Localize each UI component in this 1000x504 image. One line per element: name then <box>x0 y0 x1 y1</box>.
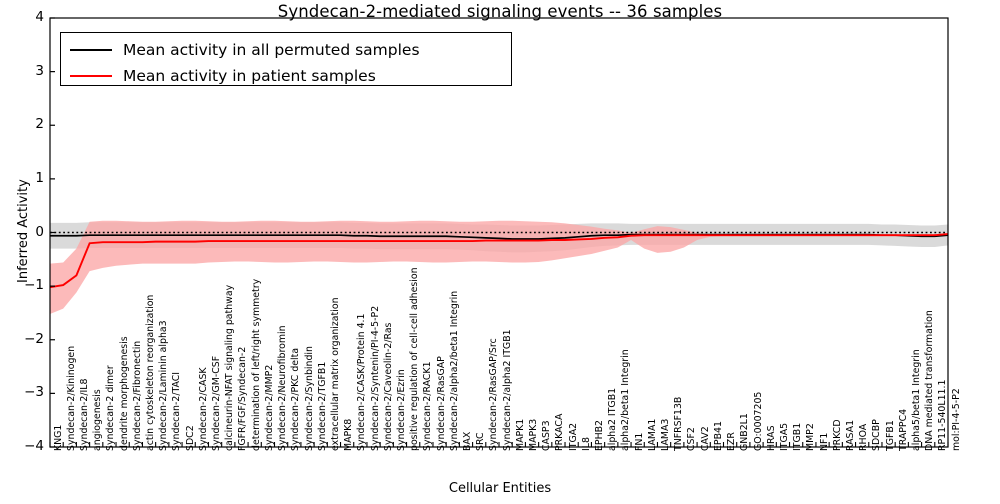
x-axis-tick-label: Syndecan-2/GM-CSF <box>211 355 223 451</box>
x-axis-tick-label: dendrite morphogenesis <box>118 336 130 451</box>
x-axis-tick-label: BAX <box>461 431 473 451</box>
x-axis-tick-label: Syndecan-2/PKC delta <box>290 347 302 451</box>
x-axis-tick-label: alpha5/beta1 Integrin <box>910 349 922 451</box>
x-axis-tick-label: GO:0007205 <box>752 391 764 451</box>
x-axis-tick-label: actin cytoskeleton reorganization <box>145 294 157 451</box>
x-axis-tick-label: Syndecan-2/MMP2 <box>263 364 275 451</box>
x-axis-tick-label: angiogenesis <box>92 389 104 451</box>
x-axis-tick-label: Syndecan-2/alpha2/beta1 Integrin <box>448 290 460 451</box>
x-axis-tick-label: FGFR/FGF/Syndecan-2 <box>237 346 249 451</box>
y-axis-tick-label: −1 <box>24 277 44 294</box>
legend-label: Mean activity in all permuted samples <box>123 41 420 59</box>
x-axis-tick-label: DNA mediated transformation <box>924 310 936 451</box>
y-axis-tick-label: −4 <box>24 438 44 454</box>
y-axis-tick-label: 0 <box>35 223 44 240</box>
x-axis-tick-label: MAPK1 <box>514 418 526 451</box>
x-axis-tick-label: SRC <box>475 432 487 451</box>
x-axis-tick-label: LAMA1 <box>646 418 658 451</box>
x-axis-tick-label: Syndecan-2/alpha2 ITGB1 <box>501 329 513 451</box>
legend-item[interactable]: Mean activity in all permuted samples <box>70 41 420 59</box>
x-axis-tick-label: SDC2 <box>184 425 196 451</box>
x-axis-tick-label: Syndecan-2/Synbindin <box>303 346 315 451</box>
legend-item[interactable]: Mean activity in patient samples <box>70 67 376 85</box>
chart-title: Syndecan-2-mediated signaling events -- … <box>277 2 723 21</box>
x-axis-tick-label: mol:PI-4-5-P2 <box>950 388 962 451</box>
y-axis-title: Inferred Activity <box>16 178 31 283</box>
x-axis-tick-label: Syndecan-2/Ezrin <box>395 369 407 451</box>
legend-label: Mean activity in patient samples <box>123 67 376 85</box>
x-axis-tick-label: ITGA5 <box>778 422 790 451</box>
x-axis-tick-label: CASP3 <box>541 420 553 451</box>
x-axis-tick-label: PRKACA <box>554 413 566 451</box>
x-axis-tick-label: Syndecan-2/RACK1 <box>422 361 434 451</box>
x-axis-tick-label: Syndecan-2/TACI <box>171 371 183 451</box>
x-axis-tick-label: MAPK8 <box>343 418 355 451</box>
y-axis-tick-label: −2 <box>24 330 44 347</box>
x-axis-tick-label: Syndecan-2/RasGAP <box>435 356 447 451</box>
x-axis-tick-label: NF1 <box>818 432 830 451</box>
x-axis-tick-label: Syndecan-2/RasGAP/Src <box>488 338 500 451</box>
x-axis-title: Cellular Entities <box>448 481 552 496</box>
x-axis-tick-label: alpha2/beta1 Integrin <box>620 349 632 451</box>
x-axis-tick-label: alpha2 ITGB1 <box>607 387 619 451</box>
x-axis-tick-label: determination of left/right symmetry <box>250 278 262 451</box>
x-axis-tick-label: Syndecan-2/TGFB1 <box>316 361 328 451</box>
legend-color-swatch <box>70 49 112 51</box>
x-axis-tick-label: calcineurin-NFAT signaling pathway <box>224 284 236 451</box>
x-axis-tick-label: Syndecan-2/Caveolin-2/Ras <box>382 322 394 451</box>
x-axis-tick-label: CAV2 <box>699 426 711 451</box>
x-axis-tick-label: KNG1 <box>52 424 64 451</box>
x-axis-tick-label: FN1 <box>633 432 645 451</box>
x-axis-tick-label: Syndecan-2/Fibronectin <box>131 340 143 451</box>
x-axis-tick-label: RHOA <box>858 423 870 451</box>
y-axis-tick-label: −3 <box>24 384 44 401</box>
x-axis-tick-label: RASA1 <box>844 419 856 451</box>
x-axis-tick-label: Syndecan-2/Kininogen <box>65 345 77 451</box>
x-axis-tick-label: IL8 <box>580 437 592 451</box>
x-axis-tick-label: Syndecan-2/Laminin alpha3 <box>158 320 170 451</box>
x-axis-tick-label: LAMA3 <box>660 418 672 451</box>
x-axis-tick-label: TNFRSF13B <box>673 396 685 451</box>
x-axis-tick-label: ITGB1 <box>792 422 804 451</box>
x-axis-tick-label: GNB2L1 <box>739 413 751 451</box>
x-axis-tick-label: CSF2 <box>686 427 698 451</box>
x-axis-tick-label: EPB41 <box>712 421 724 451</box>
x-axis-tick-label: Syndecan-2/CASK <box>197 367 209 451</box>
x-axis-tick-label: EZR <box>726 432 738 451</box>
x-axis-tick-label: PRKCD <box>831 419 843 451</box>
y-axis-tick-label: 1 <box>35 169 44 186</box>
x-axis-tick-label: TRAPPC4 <box>897 408 909 451</box>
x-axis-tick-label: Syndecan-2/IL8 <box>79 378 90 451</box>
x-axis-tick-label: RP11-540L11.1 <box>937 379 949 451</box>
x-axis-tick-label: HRAS <box>765 425 777 451</box>
chart-legend <box>60 32 512 86</box>
x-axis-tick-label: Syndecan-2/Neurofibromin <box>277 325 289 451</box>
x-axis-tick-label: Syndecan-2 dimer <box>105 365 117 451</box>
x-axis-tick-label: Syndecan-2/Syntenin/PI-4-5-P2 <box>369 305 381 451</box>
x-axis-tick-label: MAPK3 <box>528 418 539 451</box>
x-axis-tick-label: Syndecan-2/CASK/Protein 4.1 <box>356 313 368 451</box>
x-axis-tick-label: TGFB1 <box>884 420 896 451</box>
x-axis-tick-label: extracellular matrix organization <box>329 297 341 451</box>
y-axis-tick-label: 2 <box>35 116 44 133</box>
x-axis-tick-label: ITGA2 <box>567 422 579 451</box>
y-axis-tick-label: 4 <box>35 9 44 25</box>
legend-color-swatch <box>70 75 112 77</box>
x-axis-tick-label: positive regulation of cell-cell adhesio… <box>409 267 421 451</box>
x-axis-tick-label: SDCBP <box>871 419 883 451</box>
x-axis-tick-label: EPHB2 <box>594 419 606 451</box>
y-axis-tick-label: 3 <box>35 62 44 79</box>
x-axis-tick-label: MMP2 <box>805 423 817 451</box>
